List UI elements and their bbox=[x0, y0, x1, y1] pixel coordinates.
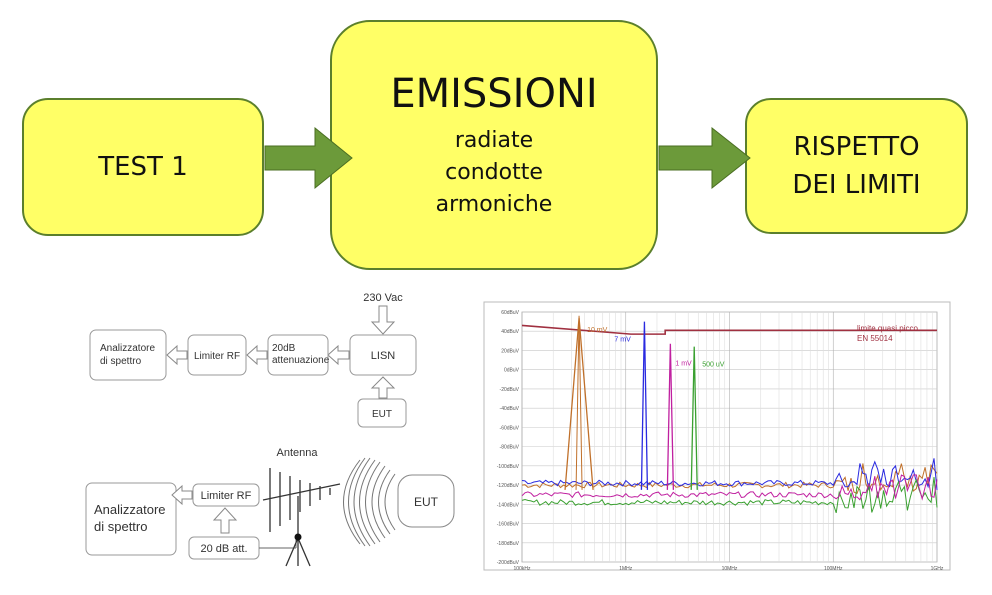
radiation-waves-icon bbox=[343, 457, 396, 547]
eut-arrow-icon bbox=[370, 376, 396, 399]
y-tick-label: -100dBuV bbox=[497, 464, 520, 470]
radiated-limiter-box bbox=[192, 483, 260, 507]
peak-line bbox=[690, 346, 698, 490]
x-tick-label: 10MHz bbox=[722, 566, 738, 572]
peak-line bbox=[575, 315, 583, 490]
limiter-arrow-icon bbox=[166, 344, 188, 366]
analyzer-label-2: di spettro bbox=[100, 356, 142, 367]
test-label: TEST 1 bbox=[98, 152, 188, 182]
y-tick-labels: 60dBuV 40dBuV 20dBuV 0dBuV -20dBuV -40dBuV -60… bbox=[497, 310, 520, 566]
chart-grid bbox=[521, 311, 938, 563]
x-tick-labels: 100kHz 1MHz 10MHz 100MHz 1GHz bbox=[514, 566, 944, 572]
noise-floor bbox=[521, 476, 938, 514]
radiated-eut-box bbox=[397, 474, 455, 528]
limit-line bbox=[521, 324, 937, 335]
lisn-arrow-icon bbox=[327, 344, 350, 366]
y-tick-label: -80dBuV bbox=[500, 445, 520, 451]
radiated-analyzer-label-1: Analizzatore bbox=[94, 502, 166, 517]
radiated-attenuator-label: 20 dB att. bbox=[200, 543, 247, 555]
radiated-limiter-label: Limiter RF bbox=[201, 490, 252, 502]
test-box: TEST 1 bbox=[22, 98, 264, 236]
peak-label: 500 uV bbox=[702, 362, 725, 369]
emissions-title: EMISSIONI bbox=[390, 71, 598, 117]
y-tick-label: 0dBuV bbox=[504, 368, 520, 374]
flow-arrows bbox=[264, 126, 751, 190]
noise-floor bbox=[521, 474, 938, 501]
radiated-eut-label: EUT bbox=[414, 495, 439, 509]
chart-series bbox=[521, 315, 938, 514]
y-tick-label: -40dBuV bbox=[500, 406, 520, 412]
y-tick-label: -160dBuV bbox=[497, 522, 520, 528]
emissions-item-harmonics: armoniche bbox=[435, 192, 553, 217]
conducted-setup-diagram: 230 Vac LISN EUT 20dB attenuazione Limit… bbox=[89, 292, 417, 428]
limiter-box bbox=[187, 334, 247, 376]
radiated-setup-diagram: Analizzatore di spettro Limiter RF 20 dB… bbox=[85, 447, 455, 567]
supply-label: 230 Vac bbox=[363, 292, 403, 304]
y-tick-label: 20dBuV bbox=[501, 348, 519, 354]
attenuator-label-2: attenuazione bbox=[272, 355, 330, 366]
x-tick-label: 100kHz bbox=[514, 566, 531, 572]
attenuator-box bbox=[267, 334, 329, 376]
radiated-analyzer-box bbox=[85, 482, 177, 556]
peak-labels: 10 mV 7 mV 1 mV 500 uV bbox=[587, 327, 725, 369]
radiated-analyzer-label-2: di spettro bbox=[94, 519, 147, 534]
legend-limit-2: EN 55014 bbox=[857, 334, 893, 343]
y-tick-label: 40dBuV bbox=[501, 329, 519, 335]
eut-label: EUT bbox=[372, 409, 392, 420]
y-tick-label: -180dBuV bbox=[497, 541, 520, 547]
emissions-item-conducted: condotte bbox=[445, 160, 543, 185]
lisn-box bbox=[349, 334, 417, 376]
antenna-label: Antenna bbox=[277, 447, 319, 459]
peak-line bbox=[640, 321, 649, 490]
noise-floor bbox=[521, 458, 938, 491]
supply-arrow-icon bbox=[370, 305, 396, 335]
emissions-box: EMISSIONI radiate condotte armoniche bbox=[330, 20, 658, 270]
y-tick-label: 60dBuV bbox=[501, 310, 519, 316]
y-tick-label: -20dBuV bbox=[500, 387, 520, 393]
radiated-attenuator-arrow-icon bbox=[212, 507, 238, 534]
peak-line bbox=[666, 343, 675, 490]
peak-label: 10 mV bbox=[587, 327, 608, 334]
result-line-2: DEI LIMITI bbox=[792, 170, 921, 200]
x-tick-label: 1MHz bbox=[619, 566, 633, 572]
peak-label: 1 mV bbox=[675, 361, 692, 368]
arrow-emissions-to-result bbox=[658, 126, 751, 190]
attenuator-label-1: 20dB bbox=[272, 343, 296, 354]
x-tick-label: 1GHz bbox=[931, 566, 944, 572]
lisn-label: LISN bbox=[371, 350, 396, 362]
spectrum-chart: 60dBuV 40dBuV 20dBuV 0dBuV -20dBuV -40dBuV -60… bbox=[483, 301, 951, 572]
x-tick-label: 100MHz bbox=[824, 566, 843, 572]
radiated-limiter-arrow-icon bbox=[171, 484, 193, 506]
emissions-item-radiated: radiate bbox=[454, 128, 534, 153]
analyzer-label-1: Analizzatore bbox=[100, 343, 155, 354]
attenuator-arrow-icon bbox=[246, 344, 268, 366]
limiter-label: Limiter RF bbox=[194, 351, 240, 362]
peak-label: 7 mV bbox=[614, 337, 631, 344]
arrow-test-to-emissions bbox=[264, 126, 353, 190]
y-tick-label: -120dBuV bbox=[497, 483, 520, 489]
legend-limit-1: limite quasi picco bbox=[857, 324, 918, 333]
y-tick-label: -60dBuV bbox=[500, 425, 520, 431]
y-tick-label: -200dBuV bbox=[497, 560, 520, 566]
eut-box bbox=[357, 398, 407, 428]
result-box: RISPETTO DEI LIMITI bbox=[745, 98, 968, 234]
y-tick-label: -140dBuV bbox=[497, 502, 520, 508]
antenna-icon bbox=[262, 468, 341, 567]
result-line-1: RISPETTO bbox=[793, 132, 920, 162]
analyzer-box bbox=[89, 329, 167, 381]
